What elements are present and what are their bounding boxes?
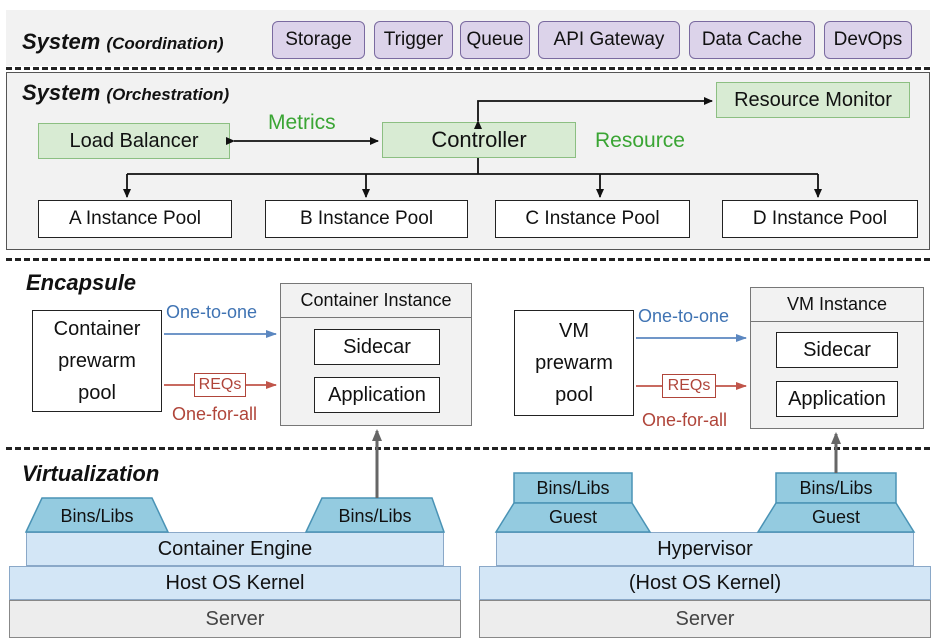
virtualization-title: Virtualization [22,461,160,486]
container-bins-libs-right-label: Bins/Libs [338,505,412,526]
instance-pool-a: A Instance Pool [38,200,232,238]
controller-to-pools-bus [127,158,818,175]
resource-label: Resource [595,129,685,152]
vm-guest-right [756,502,916,533]
vm-bins-libs-left [513,472,633,504]
container-instance-title: Container Instance [281,284,471,318]
controller-to-monitor-arrow [474,97,713,129]
service-trigger: Trigger [374,21,453,59]
divider [6,67,930,70]
vm-prewarm-pool: VM prewarm pool [514,310,634,416]
instance-pool-c: C Instance Pool [495,200,690,238]
vm-server: Server [479,600,931,638]
container-reqs-box: REQs [194,373,246,397]
service-api-gateway: API Gateway [538,21,680,59]
container-bins-libs-left [24,497,170,533]
container-one-to-one-label: One-to-one [166,302,258,322]
vm-guest-left-label: Guest [548,507,598,527]
vm-bins-libs-right [775,472,897,504]
container-sidecar: Sidecar [314,329,440,365]
instance-pool-d: D Instance Pool [722,200,918,238]
vm-guest-left [494,502,652,533]
container-host-os-kernel: Host OS Kernel [9,566,461,600]
orchestration-title: System (Orchestration) [22,80,230,105]
coordination-title: System (Coordination) [22,29,224,54]
vm-bins-libs-left-label: Bins/Libs [536,477,610,498]
vm-reqs-box: REQs [662,374,716,398]
vm-hypervisor: Hypervisor [496,532,914,566]
divider [6,447,930,450]
container-one-for-all-label: One-for-all [172,404,258,424]
vm-host-os-kernel: (Host OS Kernel) [479,566,931,600]
service-data-cache: Data Cache [689,21,815,59]
divider [6,258,930,261]
vm-guest-right-label: Guest [811,507,861,527]
service-storage: Storage [272,21,365,59]
container-application: Application [314,377,440,413]
service-devops: DevOps [824,21,912,59]
container-bins-libs-right [304,497,446,533]
encapsule-title: Encapsule [26,270,137,295]
vm-one-for-all-label: One-for-all [642,410,728,430]
container-bins-libs-left-label: Bins/Libs [60,505,134,526]
vm-one-to-one-label: One-to-one [638,306,730,326]
vm-instance-title: VM Instance [751,288,923,322]
resource-monitor-box: Resource Monitor [716,82,910,118]
instance-pool-b: B Instance Pool [265,200,468,238]
container-server: Server [9,600,461,638]
vm-sidecar: Sidecar [776,332,898,368]
metrics-label: Metrics [268,111,336,134]
vm-application: Application [776,381,898,417]
service-queue: Queue [460,21,530,59]
load-balancer-box: Load Balancer [38,123,230,159]
container-prewarm-pool: Container prewarm pool [32,310,162,412]
container-engine: Container Engine [26,532,444,566]
vm-bins-libs-right-label: Bins/Libs [799,477,873,498]
